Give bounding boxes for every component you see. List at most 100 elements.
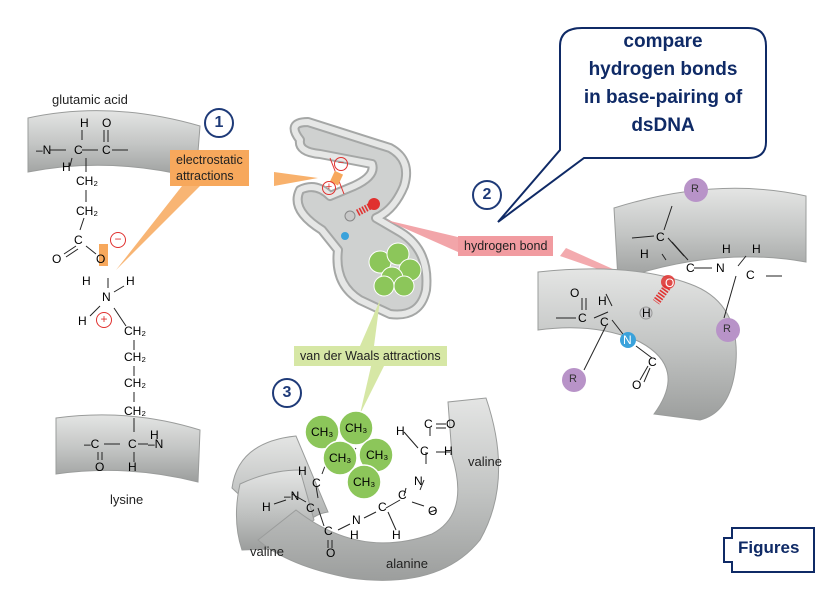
atom-label: N	[716, 261, 725, 275]
atom-label: C	[102, 143, 111, 157]
valine-left-label: valine	[250, 544, 284, 559]
atom-label: C	[378, 500, 387, 514]
positive-charge: +	[96, 312, 112, 328]
callout-line-4: dsDNA	[631, 115, 695, 136]
atom-label: H	[82, 274, 91, 288]
methyl-label: CH₃	[311, 425, 334, 439]
atom-label: C	[656, 230, 665, 244]
vdw-pointer	[360, 300, 380, 346]
valine-right-label: valine	[468, 454, 502, 469]
electrostatic-tag: electrostatic attractions	[170, 150, 249, 186]
lysine-backbone	[55, 414, 201, 483]
atom-label: H	[262, 500, 271, 514]
glutamic-acid-skeleton	[50, 130, 128, 258]
atom-label: O	[96, 252, 106, 266]
atom-label: H	[640, 247, 649, 261]
atom-label: H	[350, 528, 359, 542]
methyl-label: CH₃	[366, 448, 389, 462]
atom-label: O	[570, 286, 580, 300]
vdw-cluster	[368, 242, 422, 297]
atom-label: C	[424, 417, 433, 431]
electrostatic-tag-line1: electrostatic	[176, 153, 243, 167]
protein-nitrogen-atom	[341, 232, 349, 240]
atom-label: CH₂	[124, 350, 146, 364]
methyl-label: CH₃	[353, 475, 376, 489]
atom-label: O	[446, 417, 456, 431]
atom-label: CH₂	[124, 376, 146, 390]
atom-label: –N	[284, 489, 300, 503]
methyl-label: CH₃	[345, 421, 368, 435]
atom-label: N	[414, 474, 423, 488]
atom-label: C	[420, 444, 429, 458]
atom-label: CH₂	[76, 174, 98, 188]
electrostatic-link-left	[99, 244, 108, 266]
r-label: R	[691, 183, 699, 195]
right-upper-backbone	[613, 187, 807, 281]
atom-label: –N	[148, 437, 164, 451]
atom-label: H	[396, 424, 405, 438]
atom-label: C	[398, 488, 407, 502]
methyl-spheres	[304, 410, 394, 500]
atom-label: H	[444, 444, 453, 458]
atom-label: H	[642, 306, 651, 320]
callout-line-3: in base-pairing of	[583, 87, 743, 108]
electrostatic-pointer-right	[274, 172, 318, 186]
atom-label: O	[632, 378, 642, 392]
lysine-label: lysine	[110, 492, 144, 507]
atom-label: H	[80, 116, 89, 130]
atom-label: H	[752, 242, 761, 256]
figures-button-frame[interactable]	[722, 526, 816, 574]
atom-label: –C	[84, 437, 100, 451]
atom-label: O	[52, 252, 62, 266]
hbond-hatch	[652, 283, 672, 305]
atom-label: O	[326, 546, 336, 560]
figures-button[interactable]: Figures	[738, 538, 800, 557]
atom-label: H	[392, 528, 401, 542]
r-group-lower-right	[716, 318, 740, 342]
atom-label: C	[74, 143, 83, 157]
protein-negative-charge: −	[334, 157, 348, 171]
glutamic-acid-label: glutamic acid	[52, 92, 128, 107]
van-der-waals-tag: van der Waals attractions	[294, 346, 447, 366]
protein-acceptor-atom	[368, 198, 380, 210]
protein-donor-atom	[344, 210, 356, 222]
atom-label: CH₂	[124, 404, 146, 418]
atom-label: CH₂	[124, 324, 146, 338]
hydrogen-bond-pointer	[386, 220, 462, 252]
atom-label: C	[578, 311, 587, 325]
atom-label: O	[95, 460, 105, 474]
step-1-marker: 1	[204, 108, 234, 138]
atom-label: N	[352, 513, 361, 527]
alanine-label: alanine	[386, 556, 428, 571]
hydrogen-bond-tag: hydrogen bond	[458, 236, 554, 256]
protein-positive-charge: +	[322, 181, 336, 195]
vdw-pointer-lower	[360, 362, 386, 414]
atom-label: N	[102, 290, 111, 304]
atom-label: C	[128, 437, 137, 451]
atom-label: H	[62, 160, 71, 174]
step-2-marker: 2	[472, 180, 502, 210]
callout-line-1: compare	[623, 31, 703, 52]
atom-label: C	[74, 233, 83, 247]
electrostatic-tag-line2: attractions	[176, 169, 234, 183]
atom-label: H	[150, 428, 159, 442]
lysine-skeleton	[89, 278, 148, 462]
atom-label: H	[598, 294, 607, 308]
atom-label: O	[665, 276, 675, 290]
atom-label: C	[746, 268, 755, 282]
atom-label: H	[128, 460, 137, 474]
atom-label: C	[306, 501, 315, 515]
step-3-marker: 3	[272, 378, 302, 408]
callout-line-2: hydrogen bonds	[588, 59, 738, 80]
atom-label: –N	[36, 143, 52, 157]
electrostatic-pointer-left	[116, 186, 200, 270]
atom-label: C	[600, 315, 609, 329]
atom-label: C	[324, 524, 333, 538]
atom-label: H	[722, 242, 731, 256]
atom-label: CH₂	[76, 204, 98, 218]
r-group-top	[684, 178, 708, 202]
atom-label: H	[298, 464, 307, 478]
callout-text: compare hydrogen bonds in base-pairing o…	[565, 28, 761, 156]
